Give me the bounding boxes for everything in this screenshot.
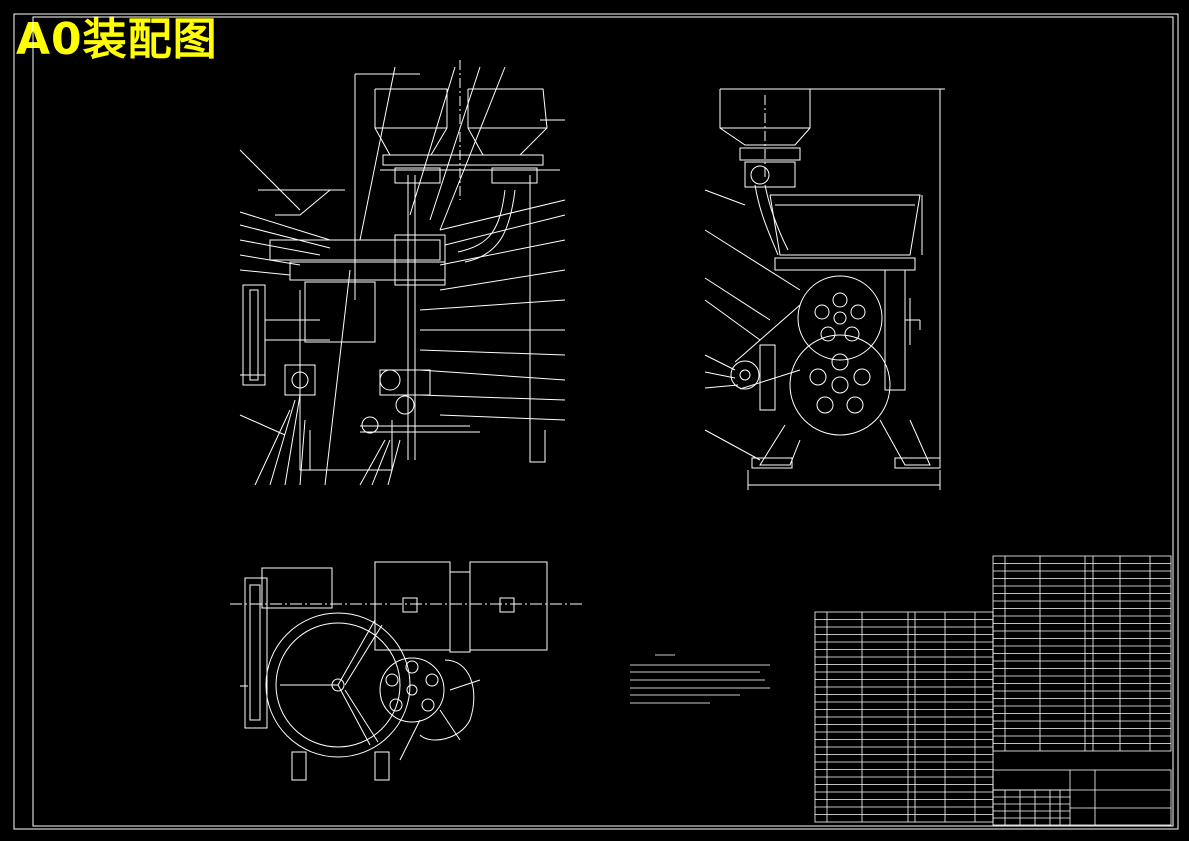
technical-notes: [630, 654, 770, 704]
outer-border: [13, 13, 1179, 830]
parts-list-table: [814, 555, 1172, 826]
front-view: [239, 60, 566, 486]
side-view: [704, 88, 945, 490]
drawing-title: A0装配图: [16, 14, 218, 65]
inner-border: [32, 16, 1174, 827]
top-view: [230, 561, 585, 781]
